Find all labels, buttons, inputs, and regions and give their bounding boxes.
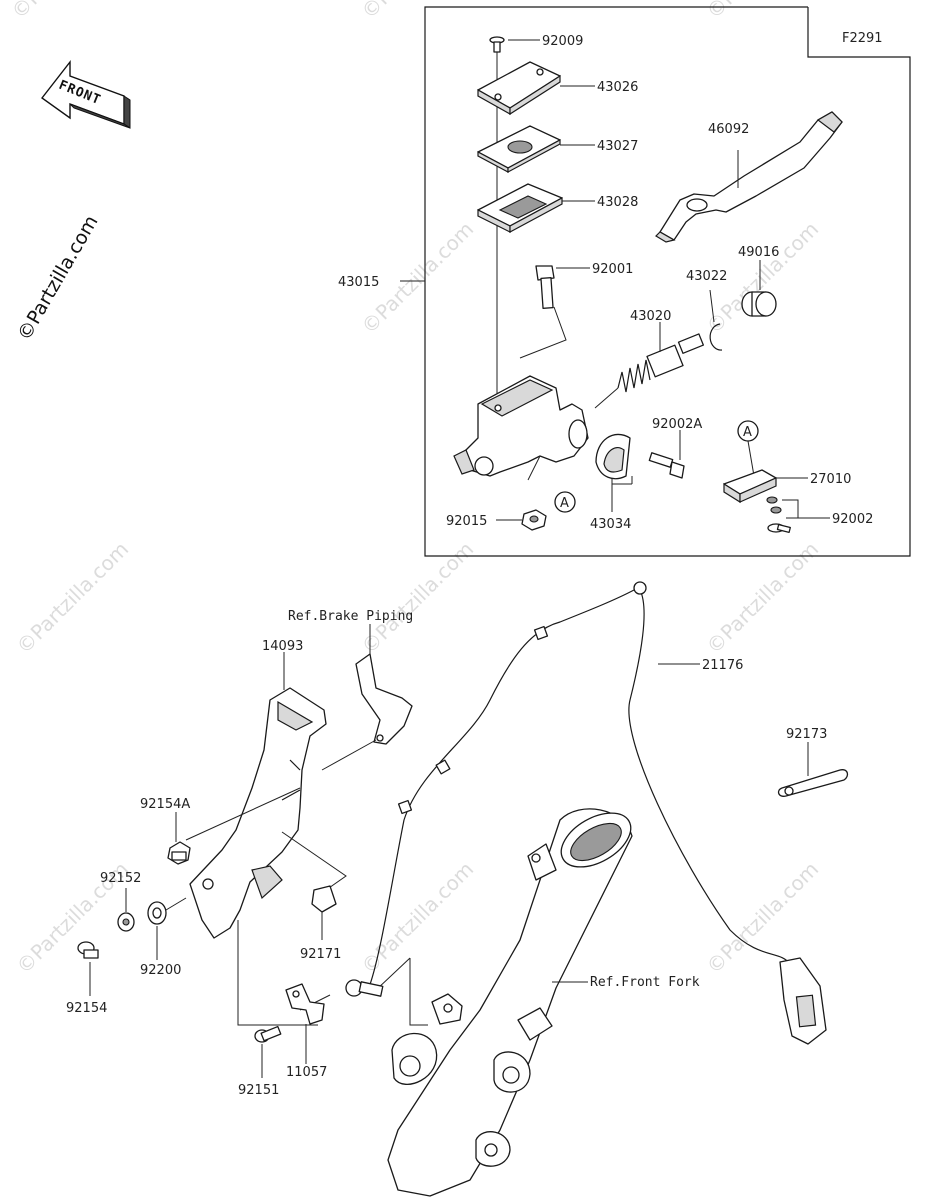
callout-a-left: A [554, 491, 576, 513]
bolt-92154A [167, 841, 191, 865]
part-label-11057: 11057 [286, 1065, 327, 1080]
screw-92009 [489, 36, 505, 53]
part-label-14093: 14093 [262, 639, 303, 654]
bolt-92154 [77, 941, 99, 959]
watermark: ©Partzilla.com [12, 537, 134, 659]
brake-lever-46092 [655, 111, 843, 243]
part-label-49016: 49016 [738, 245, 779, 260]
bolt-92151 [254, 1025, 282, 1043]
bracket-11057 [285, 983, 325, 1025]
piping-bracket [355, 653, 413, 745]
piston-43020 [617, 333, 705, 393]
clamp-43034 [595, 433, 633, 512]
nut-92015 [521, 509, 547, 531]
watermarks: ©Partzilla.com ©Partzilla.com ©Partzilla… [7, 0, 824, 979]
part-label-92154: 92154 [66, 1001, 107, 1016]
screw-92002 [766, 496, 791, 534]
bolt-92002A [648, 452, 685, 479]
diaphragm-plate-43027 [477, 125, 561, 174]
collar-92152 [117, 912, 135, 932]
watermark: ©Partzilla.com [357, 537, 479, 659]
part-label-21176: 21176 [702, 658, 743, 673]
diagram-code: F2291 [842, 31, 883, 46]
part-label-92002A: 92002A [652, 417, 702, 432]
part-label-92154A: 92154A [140, 797, 190, 812]
part-label-43015: 43015 [338, 275, 379, 290]
assembly-border [424, 6, 911, 557]
washer-92200 [147, 901, 167, 925]
watermark: ©Partzilla.com [702, 537, 824, 659]
sensor-harness-21176 [345, 581, 827, 1045]
part-label-92152: 92152 [100, 871, 141, 886]
front-fork-tube [387, 808, 633, 1197]
bushing-49016 [741, 291, 777, 317]
svg-text:A: A [560, 496, 569, 511]
part-label-43022: 43022 [686, 269, 727, 284]
part-label-43028: 43028 [597, 195, 638, 210]
part-label-92173: 92173 [786, 727, 827, 742]
part-label-92171: 92171 [300, 947, 341, 962]
reservoir-cap-43026 [477, 61, 561, 116]
ref-brake-piping: Ref.Brake Piping [288, 609, 413, 624]
part-label-92200: 92200 [140, 963, 181, 978]
part-label-92001: 92001 [592, 262, 633, 277]
copyright-mark: ©Partzilla.com [13, 212, 102, 345]
ref-front-fork: Ref.Front Fork [590, 975, 700, 990]
master-cylinder-body [453, 375, 589, 477]
part-label-92151: 92151 [238, 1083, 279, 1098]
part-label-92002: 92002 [832, 512, 873, 527]
diaphragm-43028 [477, 183, 563, 234]
pivot-bolt-92001 [535, 265, 555, 309]
clamp-band-92173 [777, 769, 849, 797]
clip-92171 [311, 885, 337, 913]
watermark: ©Partzilla.com [357, 857, 479, 979]
circlip-43022 [709, 323, 723, 351]
svg-text:A: A [743, 425, 752, 440]
front-arrow-icon: FRONT [40, 59, 131, 129]
part-label-92009: 92009 [542, 34, 583, 49]
callout-a-right: A [737, 420, 759, 477]
part-label-46092: 46092 [708, 122, 749, 137]
part-label-43034: 43034 [590, 517, 631, 532]
brake-switch-27010 [723, 469, 777, 504]
part-label-92015: 92015 [446, 514, 487, 529]
watermark: ©Partzilla.com [357, 0, 479, 24]
part-label-43026: 43026 [597, 80, 638, 95]
cover-14093 [189, 687, 327, 939]
part-label-43027: 43027 [597, 139, 638, 154]
watermark: ©Partzilla.com [7, 0, 129, 24]
part-label-43020: 43020 [630, 309, 671, 324]
part-label-27010: 27010 [810, 472, 851, 487]
watermark: ©Partzilla.com [702, 857, 824, 979]
watermark: ©Partzilla.com [702, 0, 824, 24]
